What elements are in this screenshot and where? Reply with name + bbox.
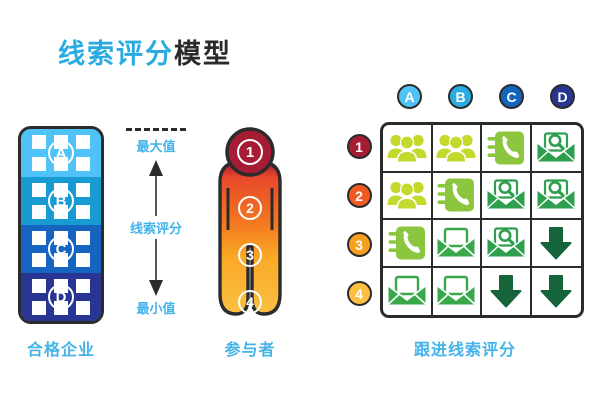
matrix-cell-r2-cc [482,172,532,220]
matrix-cell-r4-ca [383,267,433,315]
column-badge-b: B [448,84,473,109]
matrix-column-header-d: D [537,84,588,109]
envelope-search-icon [486,179,525,209]
axis-min-label: 最小值 [136,301,176,316]
window [76,205,90,219]
matrix-cell-r2-cd [531,173,581,220]
matrix-row-header-2: 2 [340,171,378,220]
envelope-icon [437,276,476,305]
phone-book-icon [487,131,524,165]
row-badge-2: 2 [346,183,372,208]
building-floor-d: D [21,273,101,321]
building-floor-letter-b: B [48,188,74,214]
envelope-icon [387,276,426,305]
matrix-cell-r1-ca [383,125,433,173]
matrix-cell-r2-cb [432,172,482,220]
axis-top-dashed-line [126,128,186,131]
down-arrow-icon [540,275,572,308]
window [32,301,46,315]
envelope-search-icon [537,132,576,162]
people-icon [436,134,476,162]
window [76,253,90,267]
page-title-dark: 模型 [174,39,232,69]
matrix-cell-r1-cc [482,125,532,173]
matrix-cell-r4-cb [433,267,482,315]
people-icon [387,134,427,162]
people-icon [387,182,427,209]
row-badge-1: 1 [346,134,372,159]
matrix-row-headers: 1 2 3 4 [340,122,378,318]
participant-figure: 1 2 3 4 [198,126,302,326]
window [32,205,46,219]
participant-number-1: 1 [237,139,263,165]
window [76,301,90,315]
page-title: 线索评分模型 [0,32,290,71]
column-badge-a: A [397,84,422,109]
matrix-column-header-b: B [435,84,486,109]
window [32,135,46,149]
down-arrow-icon [490,275,522,308]
building-floor-letter-a: A [48,140,74,166]
phone-book-icon [388,226,425,260]
envelope-icon [437,227,476,257]
window [32,231,46,245]
matrix-cell-r3-ca [383,220,433,268]
matrix-row-header-4: 4 [340,269,378,318]
window [32,253,46,267]
window [76,135,90,149]
window [32,183,46,197]
matrix-column-headers: A B C D [384,84,588,109]
axis-max-label: 最大值 [136,139,176,154]
matrix-cell-r4-cd [532,268,582,316]
window [76,157,90,171]
matrix-cell-r3-cc [482,220,532,268]
matrix-cell-r1-cb [432,125,482,173]
building-floor-c: C [21,225,101,273]
page-title-blue: 线索评分 [58,39,174,69]
building-floor-letter-c: C [48,236,74,262]
column-badge-d: D [550,84,575,109]
participant-number-4: 4 [238,290,262,314]
building-floor-a: A [21,129,101,177]
participant-number-2: 2 [238,196,262,220]
followup-score-matrix: A B C D 1 2 3 4 [340,84,588,334]
participant-caption: 参与者 [224,342,276,359]
window [76,183,90,197]
matrix-column-header-c: C [486,84,537,109]
phone-book-icon [437,178,475,212]
matrix-cell-r3-cb [432,220,482,268]
window-grid [21,273,101,321]
down-arrow-icon [540,226,572,260]
window [32,279,46,293]
matrix-cell-r2-ca [383,172,433,220]
matrix-row-header-3: 3 [340,220,378,269]
row-badge-4: 4 [346,281,372,306]
matrix-cell-r1-cd [531,125,581,173]
row-badge-3: 3 [346,232,372,257]
window [76,231,90,245]
envelope-search-icon [486,227,525,257]
matrix-row-header-1: 1 [340,122,378,171]
building-caption: 合格企业 [26,342,95,359]
matrix-caption: 跟进线索评分 [413,342,516,359]
matrix-column-header-a: A [384,84,435,109]
qualified-companies-building: A B C [18,126,104,324]
envelope-search-icon [537,179,576,209]
matrix-grid [380,122,584,318]
participant-number-3: 3 [238,243,262,267]
building-floor-b: B [21,177,101,225]
column-badge-c: C [499,84,524,109]
matrix-cell-r4-cc [482,267,532,315]
axis-mid-label: 线索评分 [111,216,201,239]
window [32,157,46,171]
score-axis: 最大值 线索评分 最小值 [111,126,201,326]
building-body: A B C [18,126,104,324]
matrix-cell-r3-cd [531,220,581,268]
building-floor-letter-d: D [48,284,74,310]
window [76,279,90,293]
